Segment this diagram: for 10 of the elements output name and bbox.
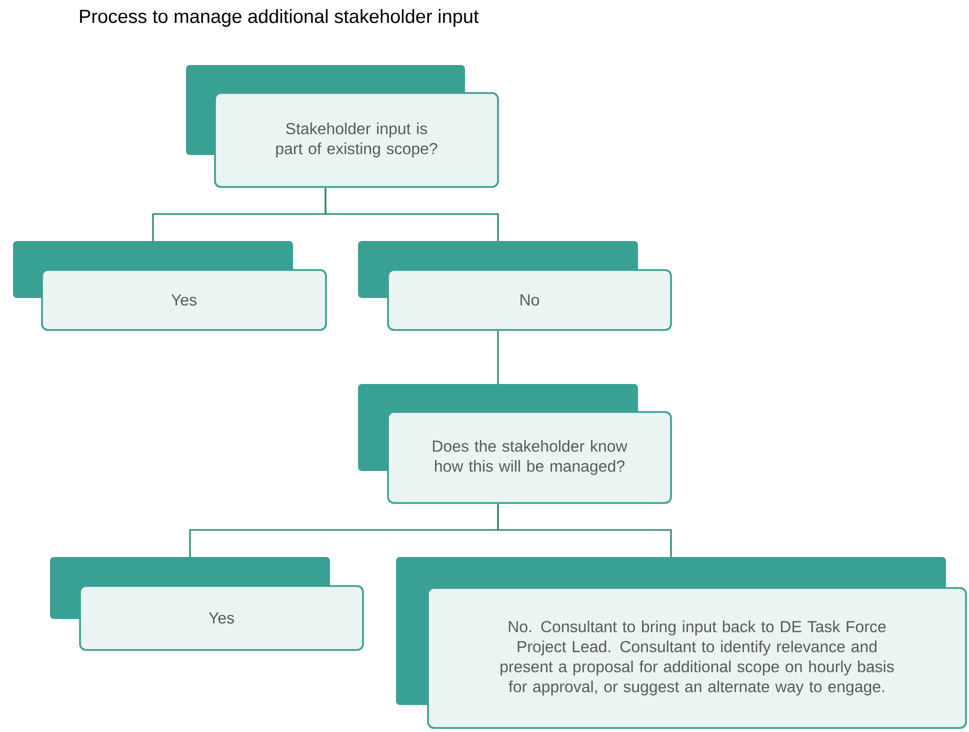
connector: [497, 331, 499, 384]
step-box: No. Consultant to bring input back to DE Task Force Project Lead. Consultant to identify relevance and present a proposal for additional scope on hourly basis for approval, or suggest an alternate way to engage.: [396, 557, 967, 729]
step-box: Stakeholder input is part of existing scope?: [186, 65, 499, 188]
connector: [324, 188, 499, 241]
step-box: Yes: [13, 241, 327, 331]
connector: [497, 504, 672, 557]
step-box: Yes: [50, 557, 364, 651]
step-box: Does the stakeholder know how this will be managed?: [358, 384, 672, 504]
title: Process to manage additional stakeholder input: [80, 9, 479, 27]
step-box: No: [358, 241, 672, 331]
